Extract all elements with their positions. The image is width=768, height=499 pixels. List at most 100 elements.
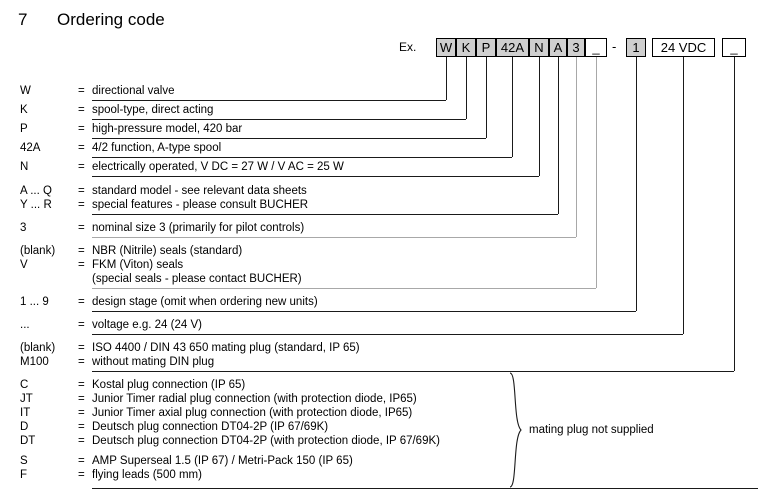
rule-vertical [576, 57, 577, 237]
legend-description-5: electrically operated, V DC = 27 W / V A… [92, 161, 344, 173]
legend-description-21: AMP Superseal 1.5 (IP 67) / Metri-Pack 1… [92, 455, 353, 467]
legend-code-3: P [20, 123, 28, 135]
rule-horizontal [92, 334, 683, 335]
legend-equals-10: = [78, 259, 85, 271]
rule-vertical [558, 57, 559, 214]
legend-code-13: ... [20, 319, 30, 331]
rule-vertical [512, 57, 513, 157]
legend-equals-22: = [78, 469, 85, 481]
legend-description-13: voltage e.g. 24 (24 V) [92, 319, 202, 331]
legend-equals-2: = [78, 104, 85, 116]
legend-description-1: directional valve [92, 85, 175, 97]
rule-horizontal [92, 176, 539, 177]
legend-description-7: special features - please consult BUCHER [92, 199, 309, 211]
rule-horizontal [92, 100, 446, 101]
legend-equals-20: = [78, 435, 85, 447]
rule-vertical [734, 57, 735, 371]
code-box-9: 1 [626, 38, 646, 57]
rule-vertical [539, 57, 540, 176]
rule-vertical [683, 57, 684, 334]
rule-horizontal [92, 237, 576, 238]
code-box-10: 24 VDC [652, 38, 715, 57]
legend-equals-19: = [78, 421, 85, 433]
rule-vertical [636, 57, 637, 311]
legend-description-2: spool-type, direct acting [92, 104, 214, 116]
legend-description-12: design stage (omit when ordering new uni… [92, 296, 318, 308]
legend-code-5: N [20, 161, 29, 173]
legend-equals-17: = [78, 393, 85, 405]
rule-horizontal [92, 119, 466, 120]
legend-code-17: JT [20, 393, 33, 405]
rule-horizontal [92, 157, 512, 158]
legend-code-21: S [20, 455, 28, 467]
legend-description-20: Deutsch plug connection DT04-2P (with pr… [92, 435, 440, 447]
legend-code-10: V [20, 259, 28, 271]
legend-code-12: 1 ... 9 [20, 296, 49, 308]
legend-code-4: 42A [20, 142, 41, 154]
legend-equals-12: = [78, 296, 85, 308]
rule-horizontal [92, 288, 596, 289]
legend-code-6: A ... Q [20, 185, 52, 197]
legend-description-22: flying leads (500 mm) [92, 469, 202, 481]
legend-equals-3: = [78, 123, 85, 135]
legend-equals-14: = [78, 342, 85, 354]
legend-code-19: D [20, 421, 29, 433]
rule-horizontal [92, 214, 558, 215]
legend-description-3: high-pressure model, 420 bar [92, 123, 243, 135]
code-box-3: P [476, 38, 496, 57]
section-number: 7 [18, 10, 28, 29]
legend-equals-8: = [78, 222, 85, 234]
legend-code-16: C [20, 379, 29, 391]
code-separator-dash: - [612, 39, 617, 54]
legend-code-8: 3 [20, 222, 27, 234]
page-title: Ordering code [57, 10, 165, 29]
legend-equals-15: = [78, 356, 85, 368]
code-box-4: 42A [496, 38, 529, 57]
legend-description-6: standard model - see relevant data sheet… [92, 185, 307, 197]
rule-horizontal [92, 138, 486, 139]
legend-equals-1: = [78, 85, 85, 97]
rule-vertical [486, 57, 487, 138]
legend-equals-21: = [78, 455, 85, 467]
code-box-6: A [549, 38, 567, 57]
legend-description-8: nominal size 3 (primarily for pilot cont… [92, 222, 305, 234]
code-box-11: _ [722, 38, 746, 57]
legend-equals-4: = [78, 142, 85, 154]
legend-description-19: Deutsch plug connection DT04-2P (IP 67/6… [92, 421, 329, 433]
code-box-5: N [529, 38, 549, 57]
group-brace-icon [509, 372, 522, 488]
legend-code-18: IT [20, 407, 31, 419]
legend-description-15: without mating DIN plug [92, 356, 215, 368]
rule-horizontal [92, 371, 734, 372]
legend-equals-18: = [78, 407, 85, 419]
legend-description-17: Junior Timer radial plug connection (wit… [92, 393, 417, 405]
legend-equals-13: = [78, 319, 85, 331]
legend-code-9: (blank) [20, 245, 56, 257]
legend-code-7: Y ... R [20, 199, 52, 211]
legend-equals-16: = [78, 379, 85, 391]
rule-vertical [466, 57, 467, 119]
legend-description-18: Junior Timer axial plug connection (with… [92, 407, 413, 419]
code-box-7: 3 [567, 38, 585, 57]
code-box-8: _ [585, 38, 607, 57]
legend-description-4: 4/2 function, A-type spool [92, 142, 222, 154]
legend-code-14: (blank) [20, 342, 56, 354]
legend-equals-9: = [78, 245, 85, 257]
code-box-1: W [436, 38, 456, 57]
code-box-2: K [456, 38, 476, 57]
legend-equals-7: = [78, 199, 85, 211]
rule-vertical [596, 57, 597, 288]
legend-code-2: K [20, 104, 28, 116]
rule-vertical [446, 57, 447, 100]
legend-description-14: ISO 4400 / DIN 43 650 mating plug (stand… [92, 342, 360, 354]
rule-horizontal [92, 488, 758, 489]
legend-equals-6: = [78, 185, 85, 197]
legend-description-11: (special seals - please contact BUCHER) [92, 273, 302, 285]
legend-code-15: M100 [20, 356, 49, 368]
brace-note: mating plug not supplied [529, 424, 654, 436]
legend-description-9: NBR (Nitrile) seals (standard) [92, 245, 243, 257]
legend-description-16: Kostal plug connection (IP 65) [92, 379, 246, 391]
legend-description-10: FKM (Viton) seals [92, 259, 184, 271]
legend-code-20: DT [20, 435, 36, 447]
